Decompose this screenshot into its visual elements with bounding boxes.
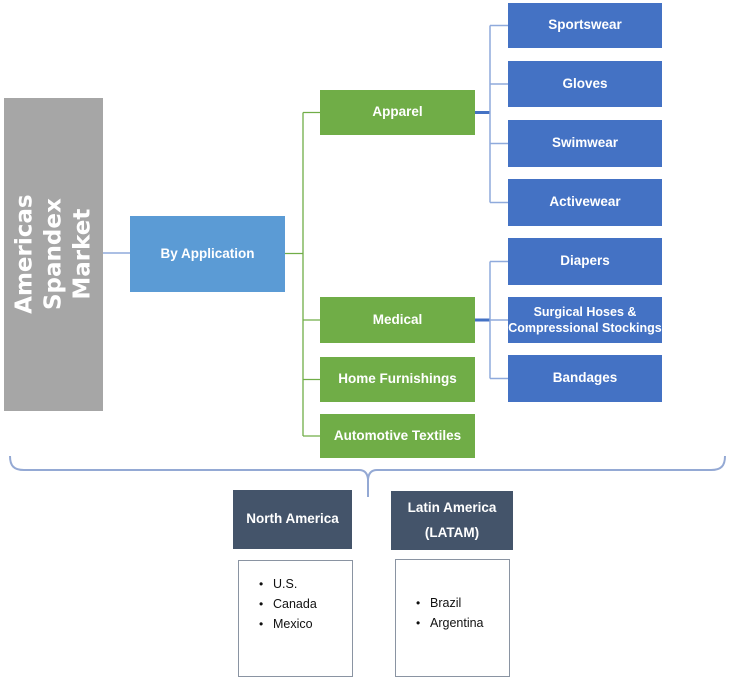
bullet-icon: • — [259, 597, 264, 611]
dimension-box-by-application: By Application — [130, 216, 285, 292]
region-north-america: North America — [233, 490, 352, 549]
segment-apparel: Apparel — [320, 90, 475, 135]
sub-segment-swimwear: Swimwear — [508, 120, 662, 167]
sub-segment-bandages: Bandages — [508, 355, 662, 402]
list-item: • Brazil — [416, 593, 505, 613]
sub-segment-diapers: Diapers — [508, 238, 662, 285]
sub-segment-label: Surgical Hoses & Compressional Stockings — [508, 304, 662, 335]
sub-segment-label: Activewear — [549, 194, 621, 210]
segment-home-furnishings: Home Furnishings — [320, 357, 475, 402]
north-america-country-list: • U.S. • Canada • Mexico — [238, 560, 353, 677]
list-item: • Argentina — [416, 613, 505, 633]
region-label: North America — [246, 511, 339, 527]
segment-label: Automotive Textiles — [333, 427, 462, 443]
sub-segment-gloves: Gloves — [508, 61, 662, 107]
country-label: Argentina — [430, 616, 484, 630]
sub-segment-label: Diapers — [560, 253, 610, 269]
region-latam: Latin America (LATAM) — [391, 491, 513, 550]
segment-label: Apparel — [372, 104, 423, 120]
sub-segment-label: Gloves — [562, 75, 608, 91]
region-label: Latin America (LATAM) — [407, 499, 497, 540]
latam-country-list: • Brazil • Argentina — [395, 559, 510, 677]
segment-medical: Medical — [320, 297, 475, 343]
brace-regions — [9, 455, 726, 497]
sub-segment-label: Sportswear — [548, 17, 622, 33]
bullet-icon: • — [416, 596, 421, 610]
dimension-label: By Application — [160, 245, 255, 261]
root-title: Americas Spandex Market — [11, 194, 95, 315]
list-item: • Mexico — [259, 614, 348, 634]
connector-green-tree — [285, 111, 320, 437]
list-item: • U.S. — [259, 574, 348, 594]
bullet-icon: • — [259, 577, 264, 591]
sub-segment-surgical-hoses-compressional-stockings: Surgical Hoses & Compressional Stockings — [508, 297, 662, 343]
sub-segment-activewear: Activewear — [508, 179, 662, 226]
sub-segment-label: Bandages — [552, 370, 618, 386]
root-title-box: Americas Spandex Market — [4, 98, 103, 411]
connector-apparel-sub-tree — [489, 24, 508, 204]
segment-automotive-textiles: Automotive Textiles — [320, 414, 475, 458]
country-label: U.S. — [273, 577, 298, 591]
list-item: • Canada — [259, 594, 348, 614]
country-label: Canada — [273, 597, 317, 611]
sub-segment-sportswear: Sportswear — [508, 3, 662, 48]
sub-segment-label: Swimwear — [551, 135, 619, 151]
bullet-icon: • — [259, 617, 264, 631]
country-label: Brazil — [430, 596, 462, 610]
connector-medical-sub-tree — [489, 260, 508, 380]
bullet-icon: • — [416, 616, 421, 630]
segment-label: Medical — [372, 311, 423, 327]
country-label: Mexico — [273, 617, 313, 631]
segment-label: Home Furnishings — [338, 371, 457, 387]
